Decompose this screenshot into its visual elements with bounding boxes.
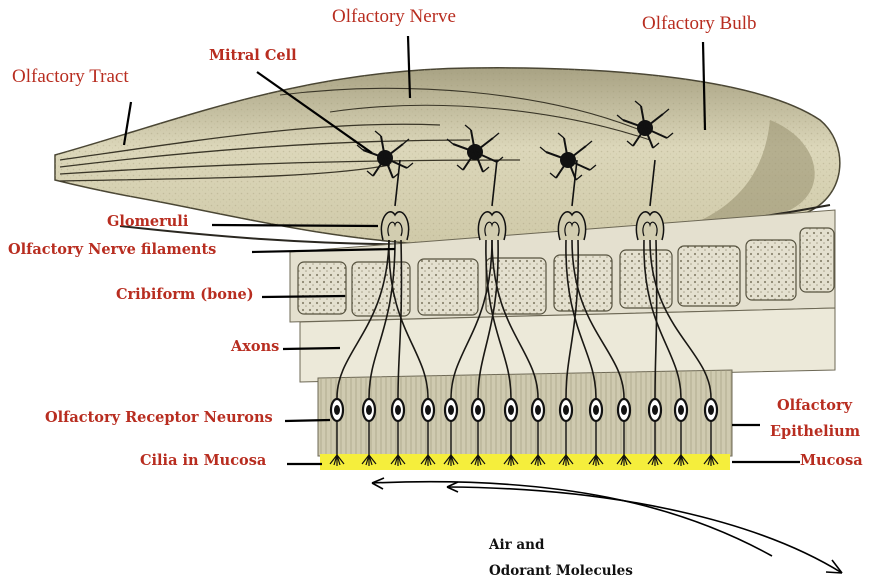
label-olfactory-tract: Olfactory Tract <box>12 66 129 88</box>
receptor-nucleus <box>334 405 340 415</box>
label-cribiform: Cribiform (bone) <box>116 287 254 304</box>
label-epithelium-line2: Epithelium <box>770 424 860 441</box>
label-mitral-cell: Mitral Cell <box>209 48 297 65</box>
receptor-nucleus <box>678 405 684 415</box>
receptor-nucleus <box>652 405 658 415</box>
curved-arrow-icon <box>372 478 842 573</box>
glomerulus <box>478 212 505 240</box>
label-receptor-neurons: Olfactory Receptor Neurons <box>45 410 273 427</box>
label-olfactory-nerve: Olfactory Nerve <box>332 6 456 28</box>
receptor-nucleus <box>535 405 541 415</box>
receptor-nucleus <box>395 405 401 415</box>
receptor-nucleus <box>366 405 372 415</box>
receptor-nucleus <box>425 405 431 415</box>
receptor-nucleus <box>475 405 481 415</box>
label-epithelium-line1: Olfactory <box>777 398 852 415</box>
label-air-line1: Air and <box>489 538 544 554</box>
receptor-nucleus <box>448 405 454 415</box>
label-mucosa: Mucosa <box>800 453 863 470</box>
label-olfactory-bulb: Olfactory Bulb <box>642 13 757 35</box>
receptor-nucleus <box>563 405 569 415</box>
glomerulus <box>558 212 585 240</box>
label-axons: Axons <box>231 339 279 356</box>
receptor-nucleus <box>708 405 714 415</box>
label-air-line2: Odorant Molecules <box>489 564 633 580</box>
glomerulus <box>636 212 663 240</box>
mucosa-strip <box>320 454 730 470</box>
label-cilia: Cilia in Mucosa <box>140 453 266 470</box>
label-nerve-filaments: Olfactory Nerve filaments <box>8 242 216 259</box>
glomerulus <box>381 212 408 240</box>
label-glomeruli: Glomeruli <box>107 214 188 231</box>
receptor-nucleus <box>508 405 514 415</box>
olfactory-epithelium <box>318 370 732 456</box>
receptor-nucleus <box>593 405 599 415</box>
receptor-nucleus <box>621 405 627 415</box>
